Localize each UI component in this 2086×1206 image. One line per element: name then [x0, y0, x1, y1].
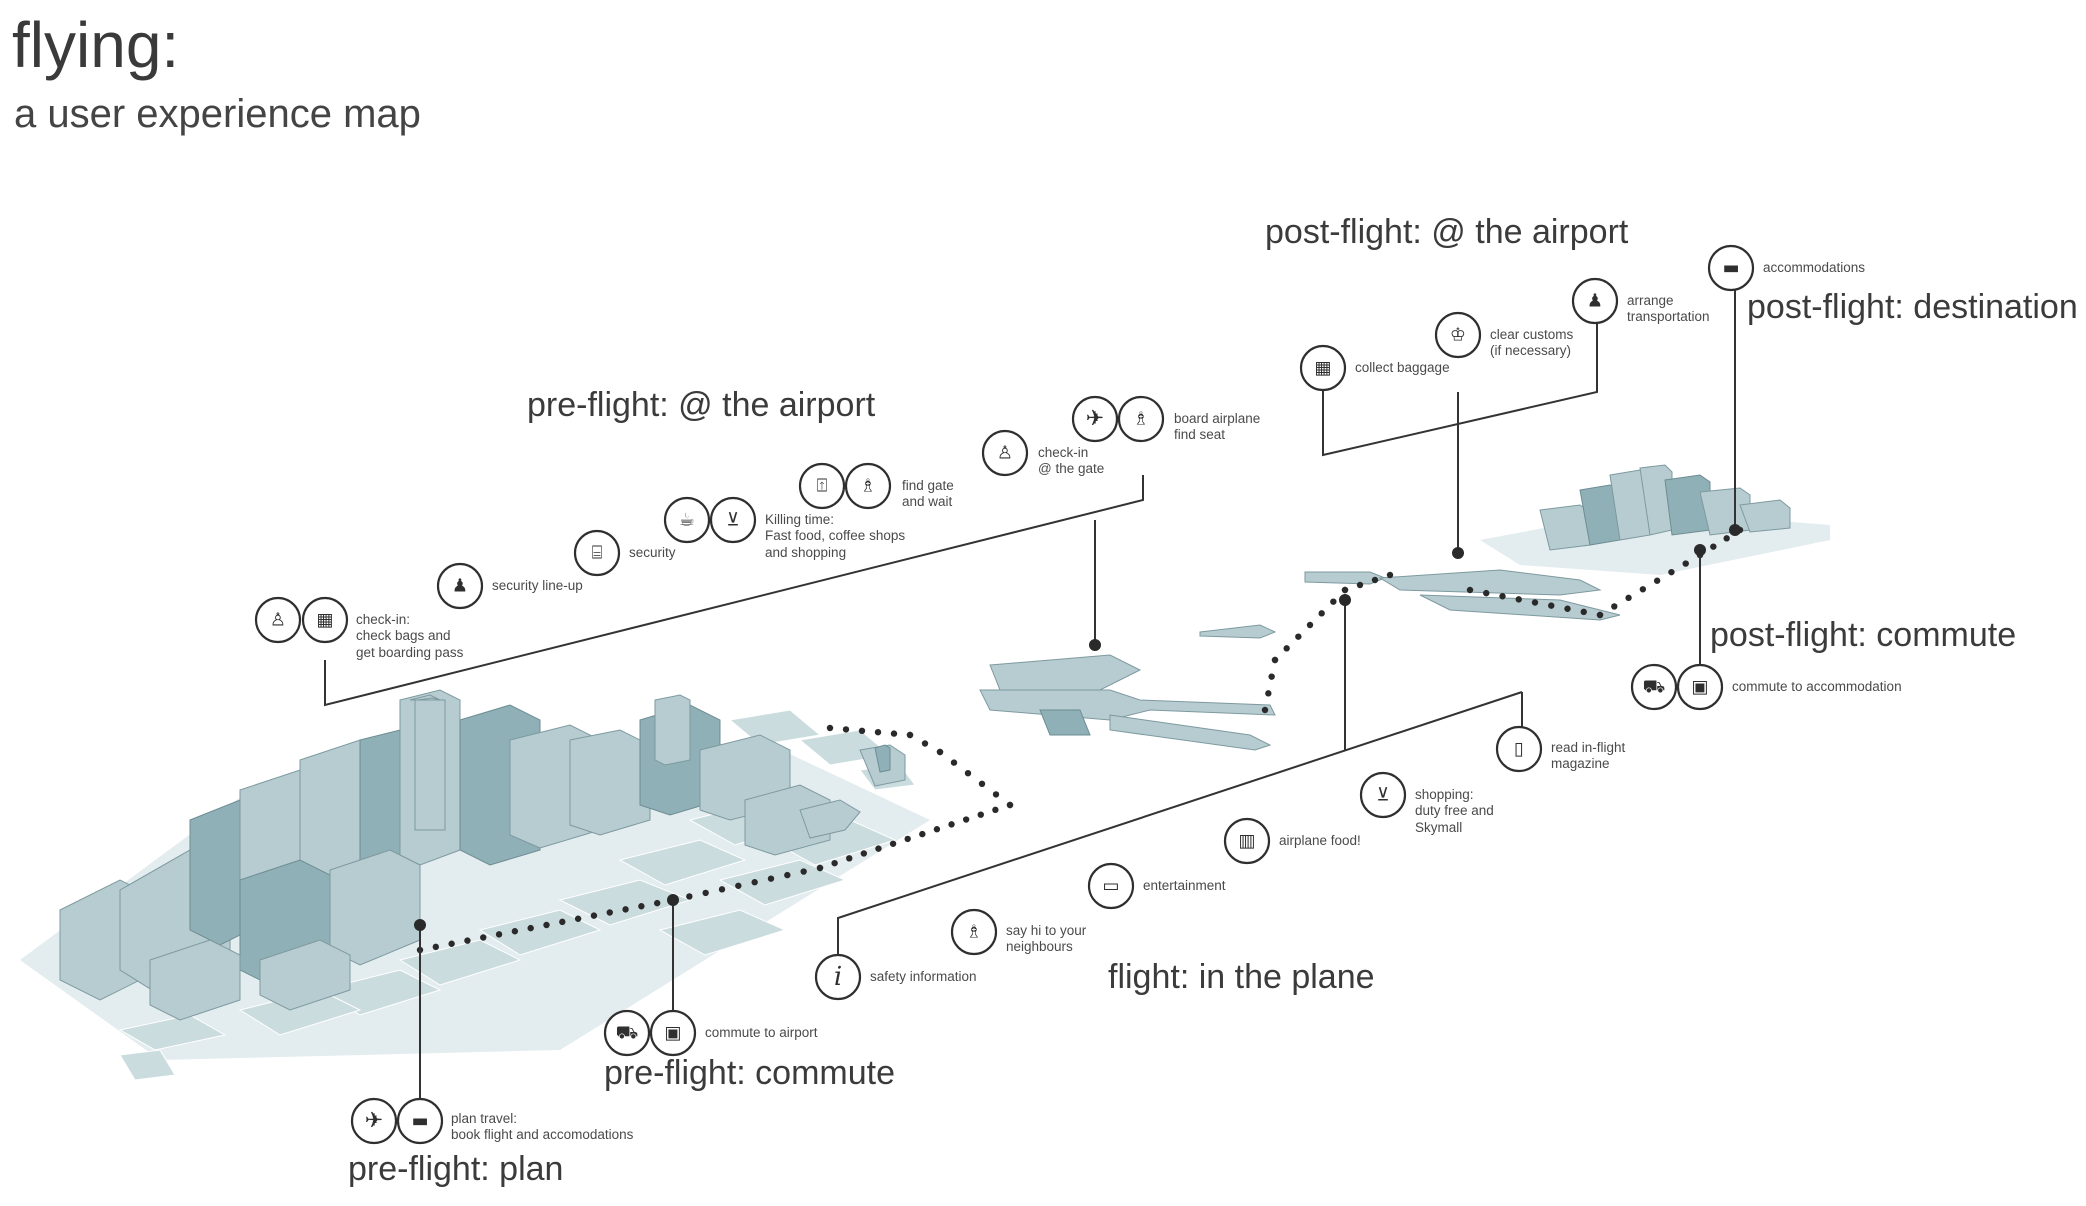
bus-icon: ▣ — [649, 1009, 697, 1057]
step-say-hi: say hi to your neighbours — [1006, 923, 1087, 955]
svg-text:♗: ♗ — [1133, 409, 1149, 430]
arrival-airport — [1378, 569, 1621, 621]
hail-person-icon: ♟ — [1571, 277, 1619, 325]
security-walk-icon: ♟ — [436, 562, 484, 610]
svg-text:⛟: ⛟ — [616, 1023, 639, 1044]
waiting-seat-icon: ♗ — [844, 462, 892, 510]
destination-city — [1480, 464, 1830, 575]
svg-text:♙: ♙ — [270, 610, 286, 631]
airplane-icon: ✈ — [350, 1097, 398, 1145]
tv-icon: ▭ — [1087, 862, 1135, 910]
stage-postflight-destination: post-flight: destination — [1747, 288, 2078, 326]
svg-text:♗: ♗ — [860, 476, 876, 497]
fast-food-icon: ☕ — [663, 496, 711, 544]
svg-text:▦: ▦ — [316, 610, 333, 631]
step-commute-to-airport: commute to airport — [705, 1025, 818, 1040]
step-killing-time: Killing time: Fast food, coffee shops an… — [765, 512, 906, 560]
bed-icon: ▬ — [396, 1097, 444, 1145]
svg-text:▣: ▣ — [1691, 677, 1708, 698]
svg-text:▣: ▣ — [664, 1023, 681, 1044]
svg-text:▬: ▬ — [411, 1111, 428, 1132]
stage-preflight-commute: pre-flight: commute — [604, 1054, 895, 1092]
svg-text:▬: ▬ — [1722, 258, 1739, 279]
check-in-desk-icon: ♙ — [254, 596, 302, 644]
step-arrange-transportation: arrange transportation — [1627, 293, 1710, 325]
city-buildings — [59, 689, 906, 1021]
step-plan-travel: plan travel: book flight and accomodatio… — [451, 1111, 634, 1143]
chat-seat-icon: ♗ — [950, 908, 998, 956]
step-commute-to-accommodation: commute to accommodation — [1732, 679, 1902, 694]
step-safety-information: safety information — [870, 969, 977, 984]
svg-text:✈: ✈ — [1086, 407, 1104, 432]
svg-text:⍐: ⍐ — [817, 476, 828, 497]
origin-city — [20, 689, 930, 1081]
info-icon: i — [814, 953, 862, 1001]
step-shopping: shopping: duty free and Skymall — [1415, 787, 1494, 835]
step-entertainment: entertainment — [1143, 878, 1226, 893]
svg-text:♗: ♗ — [966, 922, 982, 943]
step-accommodations: accommodations — [1763, 260, 1866, 275]
svg-text:✈: ✈ — [365, 1109, 383, 1134]
takeoff-icon: ✈ — [1071, 395, 1119, 443]
svg-text:▦: ▦ — [1314, 358, 1331, 379]
stage-preflight-airport: pre-flight: @ the airport — [527, 386, 876, 424]
svg-text:☕: ☕ — [679, 510, 695, 531]
svg-text:i: i — [834, 962, 842, 992]
taxi-icon-2: ⛟ — [1630, 663, 1678, 711]
gate-icon: ⍐ — [798, 462, 846, 510]
svg-text:▯: ▯ — [1514, 739, 1524, 760]
departure-airport — [979, 654, 1276, 751]
shopping-cart-icon-2: ⊻ — [1359, 771, 1407, 819]
svg-text:⊻: ⊻ — [1376, 785, 1389, 806]
svg-text:♔: ♔ — [1450, 325, 1466, 346]
seat-icon: ♗ — [1117, 395, 1165, 443]
stage-flight: flight: in the plane — [1108, 958, 1375, 996]
step-check-in-gate: check-in @ the gate — [1038, 445, 1105, 477]
shopping-cart-icon: ⊻ — [709, 496, 757, 544]
step-collect-baggage: collect baggage — [1355, 360, 1450, 375]
step-read-magazine: read in-flight magazine — [1551, 740, 1626, 772]
step-check-in: check-in: check bags and get boarding pa… — [356, 612, 464, 660]
taxi-icon: ⛟ — [603, 1009, 651, 1057]
stage-postflight-airport: post-flight: @ the airport — [1265, 213, 1629, 251]
svg-text:♙: ♙ — [997, 443, 1013, 464]
svg-text:⌸: ⌸ — [592, 543, 603, 564]
suitcase-icon: ▦ — [301, 596, 349, 644]
svg-text:▥: ▥ — [1238, 831, 1255, 852]
svg-text:⊻: ⊻ — [726, 510, 739, 531]
svg-text:⛟: ⛟ — [1643, 677, 1666, 698]
svg-text:♟: ♟ — [1587, 291, 1603, 312]
airborne-planes — [1199, 571, 1387, 639]
diagram-title: flying: — [12, 9, 180, 81]
bed-icon-2: ▬ — [1707, 244, 1755, 292]
step-board-airplane: board airplane find seat — [1174, 411, 1261, 443]
baggage-icon: ▦ — [1299, 344, 1347, 392]
step-find-gate: find gate and wait — [902, 478, 954, 510]
step-clear-customs: clear customs (if necessary) — [1490, 327, 1574, 359]
security-scan-icon: ⌸ — [573, 529, 621, 577]
stage-preflight-plan: pre-flight: plan — [348, 1150, 564, 1188]
check-in-gate-icon: ♙ — [981, 429, 1029, 477]
magazine-icon: ▯ — [1495, 725, 1543, 773]
customs-officer-icon: ♔ — [1434, 311, 1482, 359]
svg-text:▭: ▭ — [1102, 876, 1119, 897]
diagram-subtitle: a user experience map — [14, 92, 421, 136]
stage-postflight-commute: post-flight: commute — [1710, 616, 2017, 654]
svg-text:♟: ♟ — [452, 576, 468, 597]
step-security: security — [629, 545, 676, 560]
bus-icon-2: ▣ — [1676, 663, 1724, 711]
step-security-lineup: security line-up — [492, 578, 583, 593]
meal-tray-icon: ▥ — [1223, 817, 1271, 865]
step-airplane-food: airplane food! — [1279, 833, 1361, 848]
